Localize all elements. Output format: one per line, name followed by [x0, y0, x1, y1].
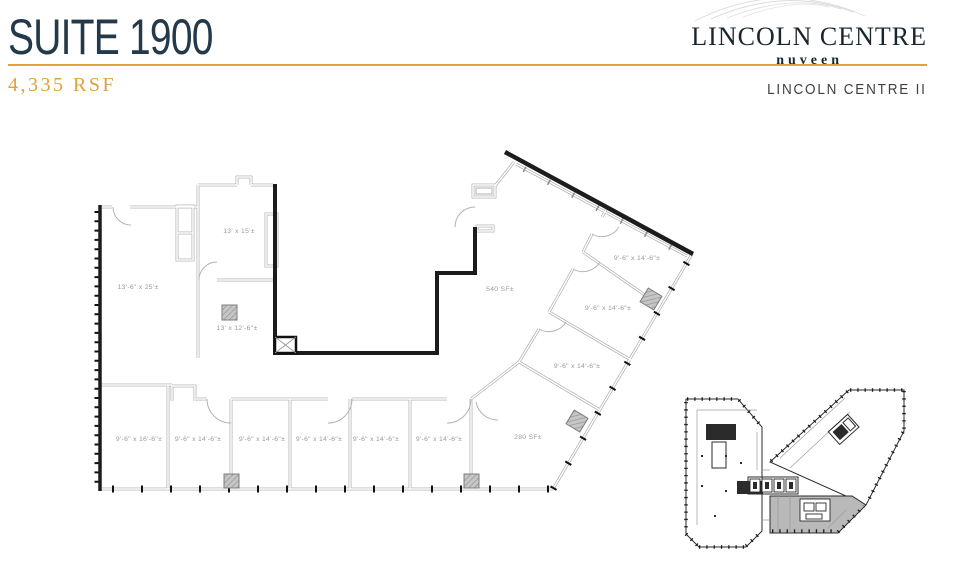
room-label: 9'-6" x 14'-6"±	[353, 436, 399, 443]
room-labels: 13' x 15'± 13'-6" x 25'± 13' x 12'-6"± 5…	[116, 228, 660, 443]
xbox-column	[273, 335, 298, 355]
swoosh-decoration-icon	[694, 0, 866, 22]
room-label: 9'-6" x 16'-6"±	[116, 436, 162, 443]
room-label: 9'-6" x 14'-6"±	[585, 305, 631, 312]
page-title: SUITE 1900	[8, 9, 213, 65]
room-label: 280 SF±	[514, 434, 542, 441]
rsf-value: 4,335 RSF	[8, 74, 117, 96]
brand-logo-block: LINCOLN CENTRE nuveen LINCOLN CENTRE II	[691, 0, 927, 98]
room-label: 9'-6" x 14'-6"±	[614, 255, 660, 262]
room-label: 13' x 12'-6"±	[217, 325, 258, 332]
door-arcs	[112, 206, 620, 424]
room-label: 9'-6" x 14'-6"±	[416, 436, 462, 443]
structural-columns	[221, 287, 663, 489]
suite-boundary-walls	[98, 150, 695, 491]
room-label: 540 SF±	[486, 286, 514, 293]
building-name: LINCOLN CENTRE II	[767, 81, 927, 98]
brand-subname: nuveen	[776, 53, 843, 68]
room-label: 9'-6" x 14'-6"±	[554, 363, 600, 370]
keyplan-column-dots	[701, 455, 742, 517]
partition-walls	[98, 160, 694, 491]
gold-divider-rule	[8, 64, 927, 66]
room-label: 13'-6" x 25'±	[118, 284, 159, 291]
keyplan-suite-highlight	[769, 495, 867, 534]
room-label: 9'-6" x 14'-6"±	[296, 436, 342, 443]
room-label: 9'-6" x 14'-6"±	[239, 436, 285, 443]
keyplan-elevators	[749, 478, 797, 493]
room-label: 13' x 15'±	[223, 228, 255, 235]
key-plan	[684, 388, 906, 549]
room-label: 9'-6" x 14'-6"±	[175, 436, 221, 443]
brand-name: LINCOLN CENTRE	[691, 22, 927, 51]
